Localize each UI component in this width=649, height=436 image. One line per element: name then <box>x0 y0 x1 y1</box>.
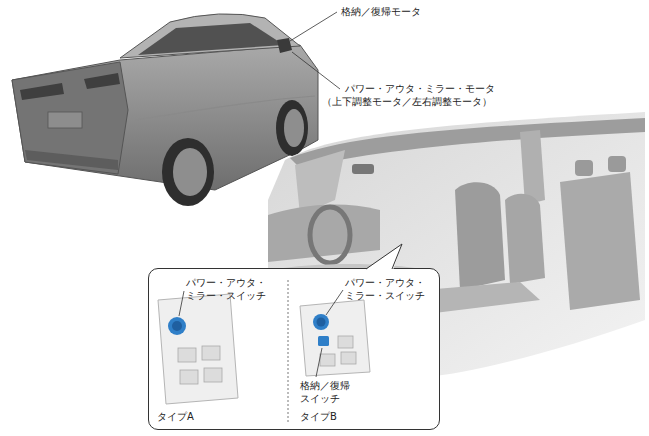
window-switch <box>178 348 196 362</box>
switch-panel <box>158 294 238 404</box>
text-slot: 格納／復帰モータ <box>341 5 421 18</box>
leader-line <box>292 52 340 89</box>
text-slot: パワー・アウタ・ ミラー・スイッチ <box>345 276 433 302</box>
front-wheel <box>276 100 308 156</box>
window-switch <box>180 370 198 384</box>
tail-light <box>84 73 120 89</box>
front-seat <box>505 194 545 284</box>
head-rest <box>575 160 593 176</box>
interior <box>268 112 645 378</box>
switch-label: 格納／復帰 スイッチ <box>300 379 362 405</box>
callout-tail <box>366 244 402 269</box>
car-roof <box>120 14 300 58</box>
wheel-rim <box>284 109 304 147</box>
window-switch <box>202 346 220 360</box>
rear-seat <box>560 172 640 310</box>
window-switch <box>338 336 353 348</box>
retract-switch <box>318 336 329 346</box>
rear-wheel <box>162 138 214 206</box>
front-seat <box>455 182 505 290</box>
part-label: パワー・アウタ・ミラー・モータ （上下調整モータ／左右調整モータ） <box>322 82 522 108</box>
head-rest <box>608 156 626 172</box>
b-pillar <box>520 130 545 205</box>
leader-line <box>326 290 343 315</box>
wheel-rim <box>173 148 207 196</box>
window-switch <box>320 354 335 366</box>
leader-line <box>290 12 337 41</box>
type-label: タイプA <box>157 410 194 423</box>
door-mirror <box>277 38 292 53</box>
bumper <box>25 150 118 170</box>
inset-box: パワー・アウタ・ ミラー・スイッチ パワー・アウタ・ ミラー・スイッチ格納／復帰 … <box>148 268 440 430</box>
tail-light <box>20 83 64 100</box>
divider <box>288 280 289 424</box>
mirror-switch <box>317 318 326 327</box>
text-slot: パワー・アウタ・ ミラー・スイッチ <box>186 276 274 302</box>
window-switch <box>204 368 222 382</box>
window-switch <box>341 352 356 364</box>
text-slot: 格納／復帰 スイッチ <box>300 379 362 405</box>
text-slot: タイプB <box>300 410 337 423</box>
leader-line <box>179 291 184 316</box>
car-window <box>138 23 284 55</box>
mirror-switch <box>172 321 182 331</box>
switch-label: パワー・アウタ・ ミラー・スイッチ <box>186 276 274 302</box>
steering-wheel <box>310 207 350 263</box>
switch-panel <box>300 300 370 376</box>
callout-tail <box>365 244 402 270</box>
car-rear <box>12 62 128 174</box>
license-plate <box>48 112 82 128</box>
leader-line <box>316 348 322 377</box>
text-slot: パワー・アウタ・ミラー・モータ （上下調整モータ／左右調整モータ） <box>322 82 522 108</box>
text-slot: タイプA <box>157 410 194 423</box>
type-label: タイプB <box>300 410 337 423</box>
switch-label: パワー・アウタ・ ミラー・スイッチ <box>345 276 433 302</box>
mirror-switch <box>313 314 329 330</box>
mirror-switch <box>168 317 186 335</box>
room-mirror <box>352 164 374 174</box>
dashboard <box>268 205 380 262</box>
part-label: 格納／復帰モータ <box>341 5 421 18</box>
headliner <box>290 118 645 168</box>
